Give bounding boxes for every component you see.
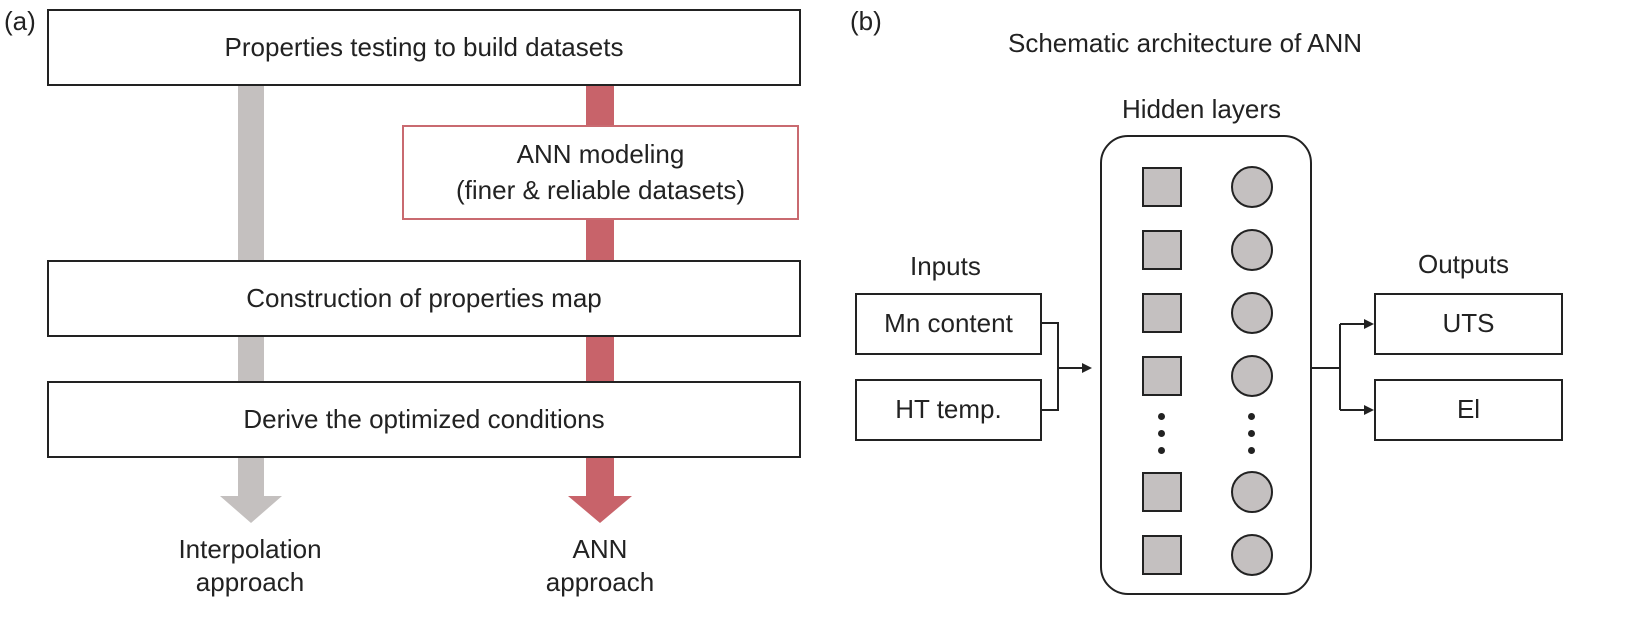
hidden-node-square (1142, 293, 1182, 333)
ellipsis-dot (1158, 413, 1165, 420)
properties-testing-text: Properties testing to build datasets (224, 31, 624, 62)
ann-modeling-subtitle: (finer & reliable datasets) (455, 174, 746, 205)
ellipsis-dot (1248, 413, 1255, 420)
hidden-node-square (1142, 167, 1182, 207)
output-uts: UTS (1374, 293, 1563, 355)
ellipsis-dot (1248, 430, 1255, 437)
panel-b-label: (b) (850, 6, 882, 36)
ann-approach-caption-line2: approach (545, 566, 655, 597)
properties-testing-box: Properties testing to build datasets (47, 9, 801, 86)
interpolation-caption-line1: Interpolation (178, 534, 322, 564)
hidden-node-square (1142, 356, 1182, 396)
hidden-layers-title: Hidden layers (1122, 94, 1281, 124)
gray-arrow-head (220, 496, 282, 523)
ellipsis-dot (1158, 430, 1165, 437)
ann-modeling-title: ANN modeling (516, 139, 685, 170)
properties-map-text: Construction of properties map (246, 282, 602, 313)
derive-conditions-box: Derive the optimized conditions (47, 381, 801, 458)
outputs-title: Outputs (1418, 249, 1510, 279)
derive-conditions-text: Derive the optimized conditions (243, 403, 605, 434)
ellipsis-dot (1158, 447, 1165, 454)
output-el: El (1374, 379, 1563, 441)
hidden-node-square (1142, 472, 1182, 512)
hidden-node-circle (1231, 229, 1273, 271)
red-arrow-head (568, 496, 632, 523)
ellipsis-dot (1248, 447, 1255, 454)
input-ht-temp: HT temp. (855, 379, 1042, 441)
output-el-text: El (1456, 394, 1481, 425)
hidden-node-square (1142, 535, 1182, 575)
properties-map-box: Construction of properties map (47, 260, 801, 337)
interpolation-caption-line2: approach (195, 566, 305, 597)
interpolation-caption: Interpolation approach (150, 533, 350, 598)
architecture-title: Schematic architecture of ANN (1008, 28, 1363, 58)
hidden-node-circle (1231, 534, 1273, 576)
panel-a-label: (a) (4, 6, 36, 36)
hidden-node-circle (1231, 471, 1273, 513)
input-mn-content-text: Mn content (884, 308, 1013, 339)
ann-approach-caption: ANN approach (500, 533, 700, 598)
output-uts-text: UTS (1442, 308, 1495, 339)
inputs-title: Inputs (910, 251, 981, 281)
ann-modeling-box: ANN modeling (finer & reliable datasets) (402, 125, 799, 220)
ann-approach-caption-line1: ANN (572, 534, 628, 564)
input-ht-temp-text: HT temp. (895, 394, 1002, 425)
hidden-node-square (1142, 230, 1182, 270)
input-connector-top (1042, 322, 1059, 411)
hidden-layers-frame (1100, 135, 1312, 595)
input-mn-content: Mn content (855, 293, 1042, 355)
hidden-node-circle (1231, 355, 1273, 397)
hidden-node-circle (1231, 292, 1273, 334)
hidden-node-circle (1231, 166, 1273, 208)
